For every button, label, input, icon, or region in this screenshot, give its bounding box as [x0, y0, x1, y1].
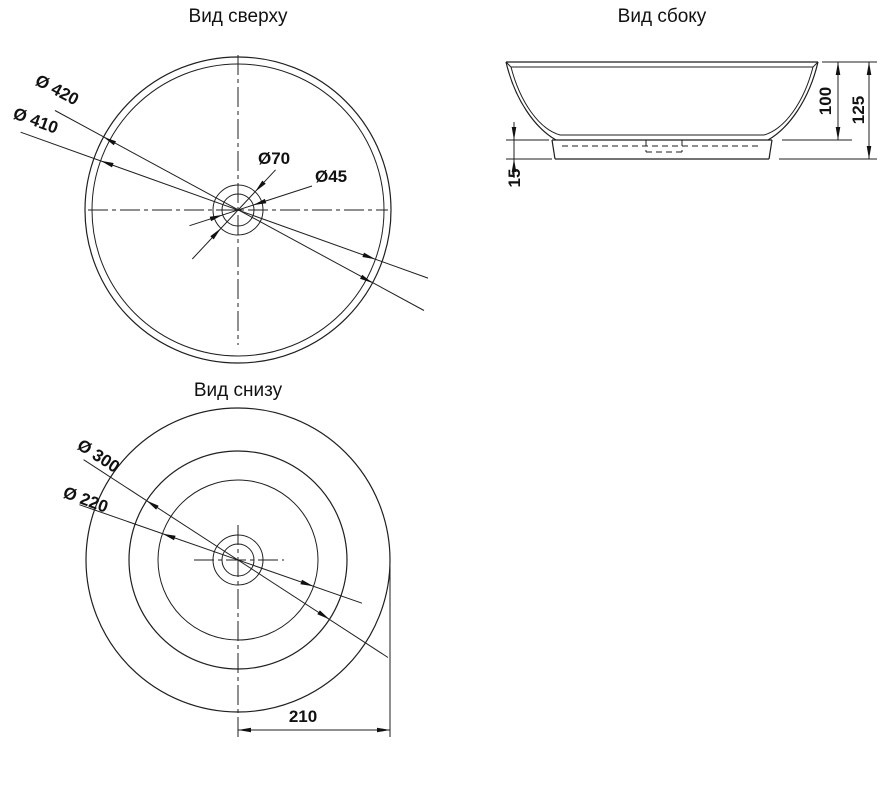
side-wall-left-outer: [505, 61, 557, 141]
bottom-view: Вид снизу Ø 300 Ø 220 210: [61, 380, 391, 738]
side-view-title: Вид сбоку: [618, 6, 707, 27]
side-wall-right-inner: [763, 66, 814, 136]
dim-label-d45: Ø45: [315, 167, 347, 186]
dim-label-d70: Ø70: [258, 149, 290, 168]
dim-label-d300: Ø 300: [74, 435, 123, 476]
side-rim-cap-right: [812, 61, 819, 68]
leader-line-d300: [83, 459, 389, 658]
arrowhead: [162, 533, 176, 541]
arrowhead: [253, 198, 267, 206]
arrowhead: [238, 727, 251, 733]
dim-label-d220: Ø 220: [61, 483, 111, 517]
top-circle-drain-70: [212, 184, 264, 236]
top-view: Вид сверху Ø 420 Ø 410 Ø70 Ø45: [11, 6, 429, 364]
side-rim-cap-left: [505, 61, 512, 68]
top-circle-inner-410: [91, 63, 385, 357]
side-wall-right-outer: [767, 61, 819, 141]
arrowhead: [360, 274, 373, 283]
dim-label-d420: Ø 420: [32, 71, 82, 110]
arrowhead: [317, 610, 330, 620]
bottom-circle-220: [157, 479, 319, 641]
bottom-circle-drain-inner: [221, 543, 255, 577]
arrowhead: [835, 127, 841, 140]
leader-line-d220: [79, 504, 363, 604]
dim-label-125: 125: [849, 96, 868, 124]
dim-label-15: 15: [505, 169, 524, 188]
top-circle-drain-45: [221, 193, 255, 227]
arrowhead: [362, 252, 376, 260]
top-circle-outer-420: [84, 56, 392, 364]
dim-label-d410: Ø 410: [11, 104, 61, 138]
arrowhead: [210, 228, 221, 240]
arrowhead: [511, 159, 517, 172]
arrowhead: [835, 62, 841, 75]
bottom-circle-drain-outer: [212, 534, 264, 586]
bottom-circle-300: [128, 450, 348, 670]
arrowhead: [511, 127, 517, 140]
leader-line-d410: [20, 131, 429, 279]
arrowhead: [146, 500, 159, 510]
leader-line-d45: [189, 185, 313, 227]
arrowhead: [866, 62, 872, 75]
bottom-circle-outer: [85, 407, 391, 713]
side-base-edge-right: [768, 139, 773, 160]
dim-label-210: 210: [289, 707, 317, 726]
dim-label-100: 100: [816, 87, 835, 115]
top-view-title: Вид сверху: [189, 6, 288, 27]
arrowhead: [255, 180, 266, 192]
arrowhead: [377, 727, 390, 733]
arrowhead: [300, 579, 314, 587]
bottom-view-title: Вид снизу: [194, 380, 283, 401]
side-wall-left-inner: [510, 66, 561, 136]
side-base-edge-left: [551, 139, 556, 160]
arrowhead: [866, 146, 872, 159]
side-view: Вид сбоку 100 125: [505, 6, 877, 187]
arrowhead: [100, 160, 114, 168]
arrowhead: [103, 137, 116, 146]
arrowhead: [209, 214, 223, 222]
